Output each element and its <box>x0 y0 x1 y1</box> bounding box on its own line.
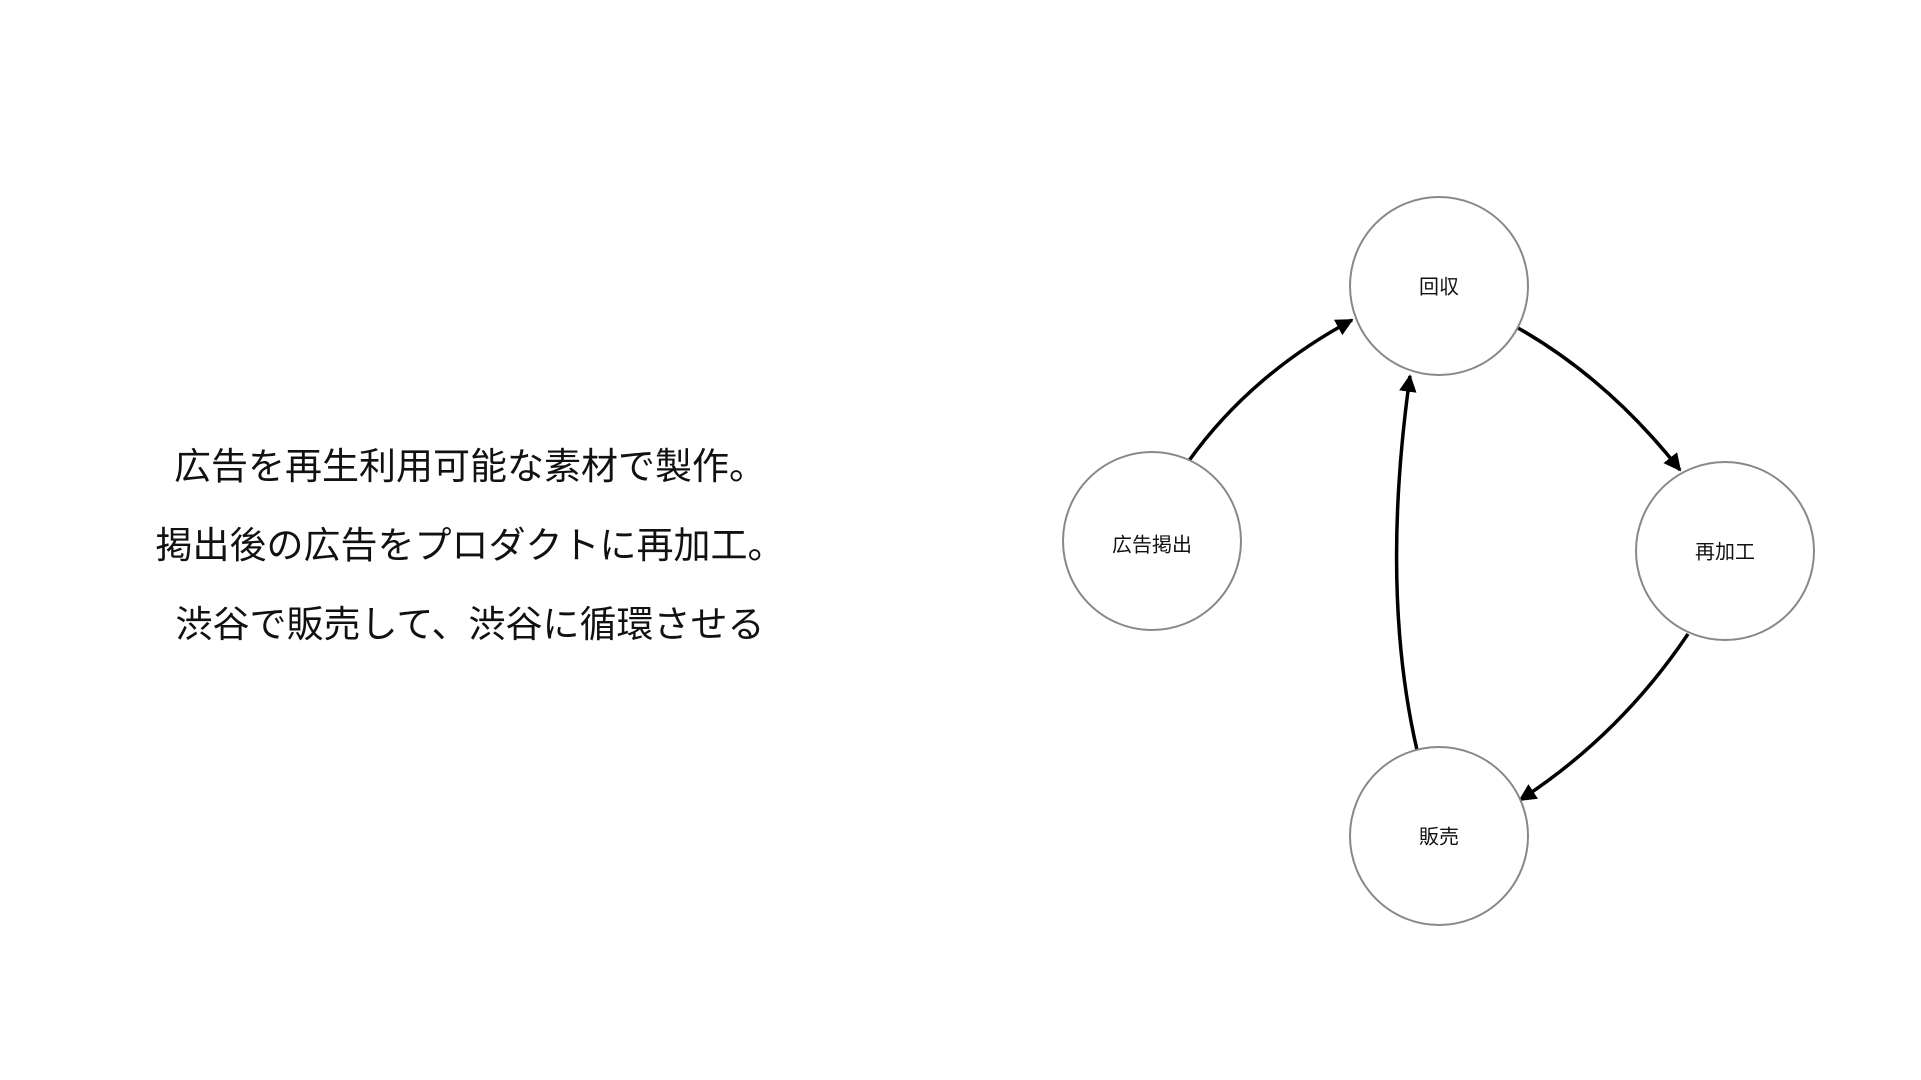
node-label-reprocess: 再加工 <box>1695 540 1755 564</box>
edge-collect-to-reprocess <box>1508 321 1682 472</box>
edge-sell-to-collect <box>1394 374 1419 751</box>
node-post <box>1062 451 1242 631</box>
node-label-collect: 回収 <box>1419 275 1459 299</box>
description-line-1: 広告を再生利用可能な素材で製作。 <box>174 445 766 488</box>
node-label-sell: 販売 <box>1419 825 1459 849</box>
description-line-3: 渋谷で販売して、渋谷に循環させる <box>175 603 765 646</box>
description-line-2: 掲出後の広告をプロダクトに再加工。 <box>155 524 785 567</box>
node-reprocess <box>1635 461 1815 641</box>
node-label-post: 広告掲出 <box>1112 533 1192 557</box>
node-collect <box>1349 196 1529 376</box>
edge-reprocess-to-sell <box>1518 633 1690 802</box>
edge-post-to-collect <box>1186 318 1354 464</box>
node-sell <box>1349 746 1529 926</box>
